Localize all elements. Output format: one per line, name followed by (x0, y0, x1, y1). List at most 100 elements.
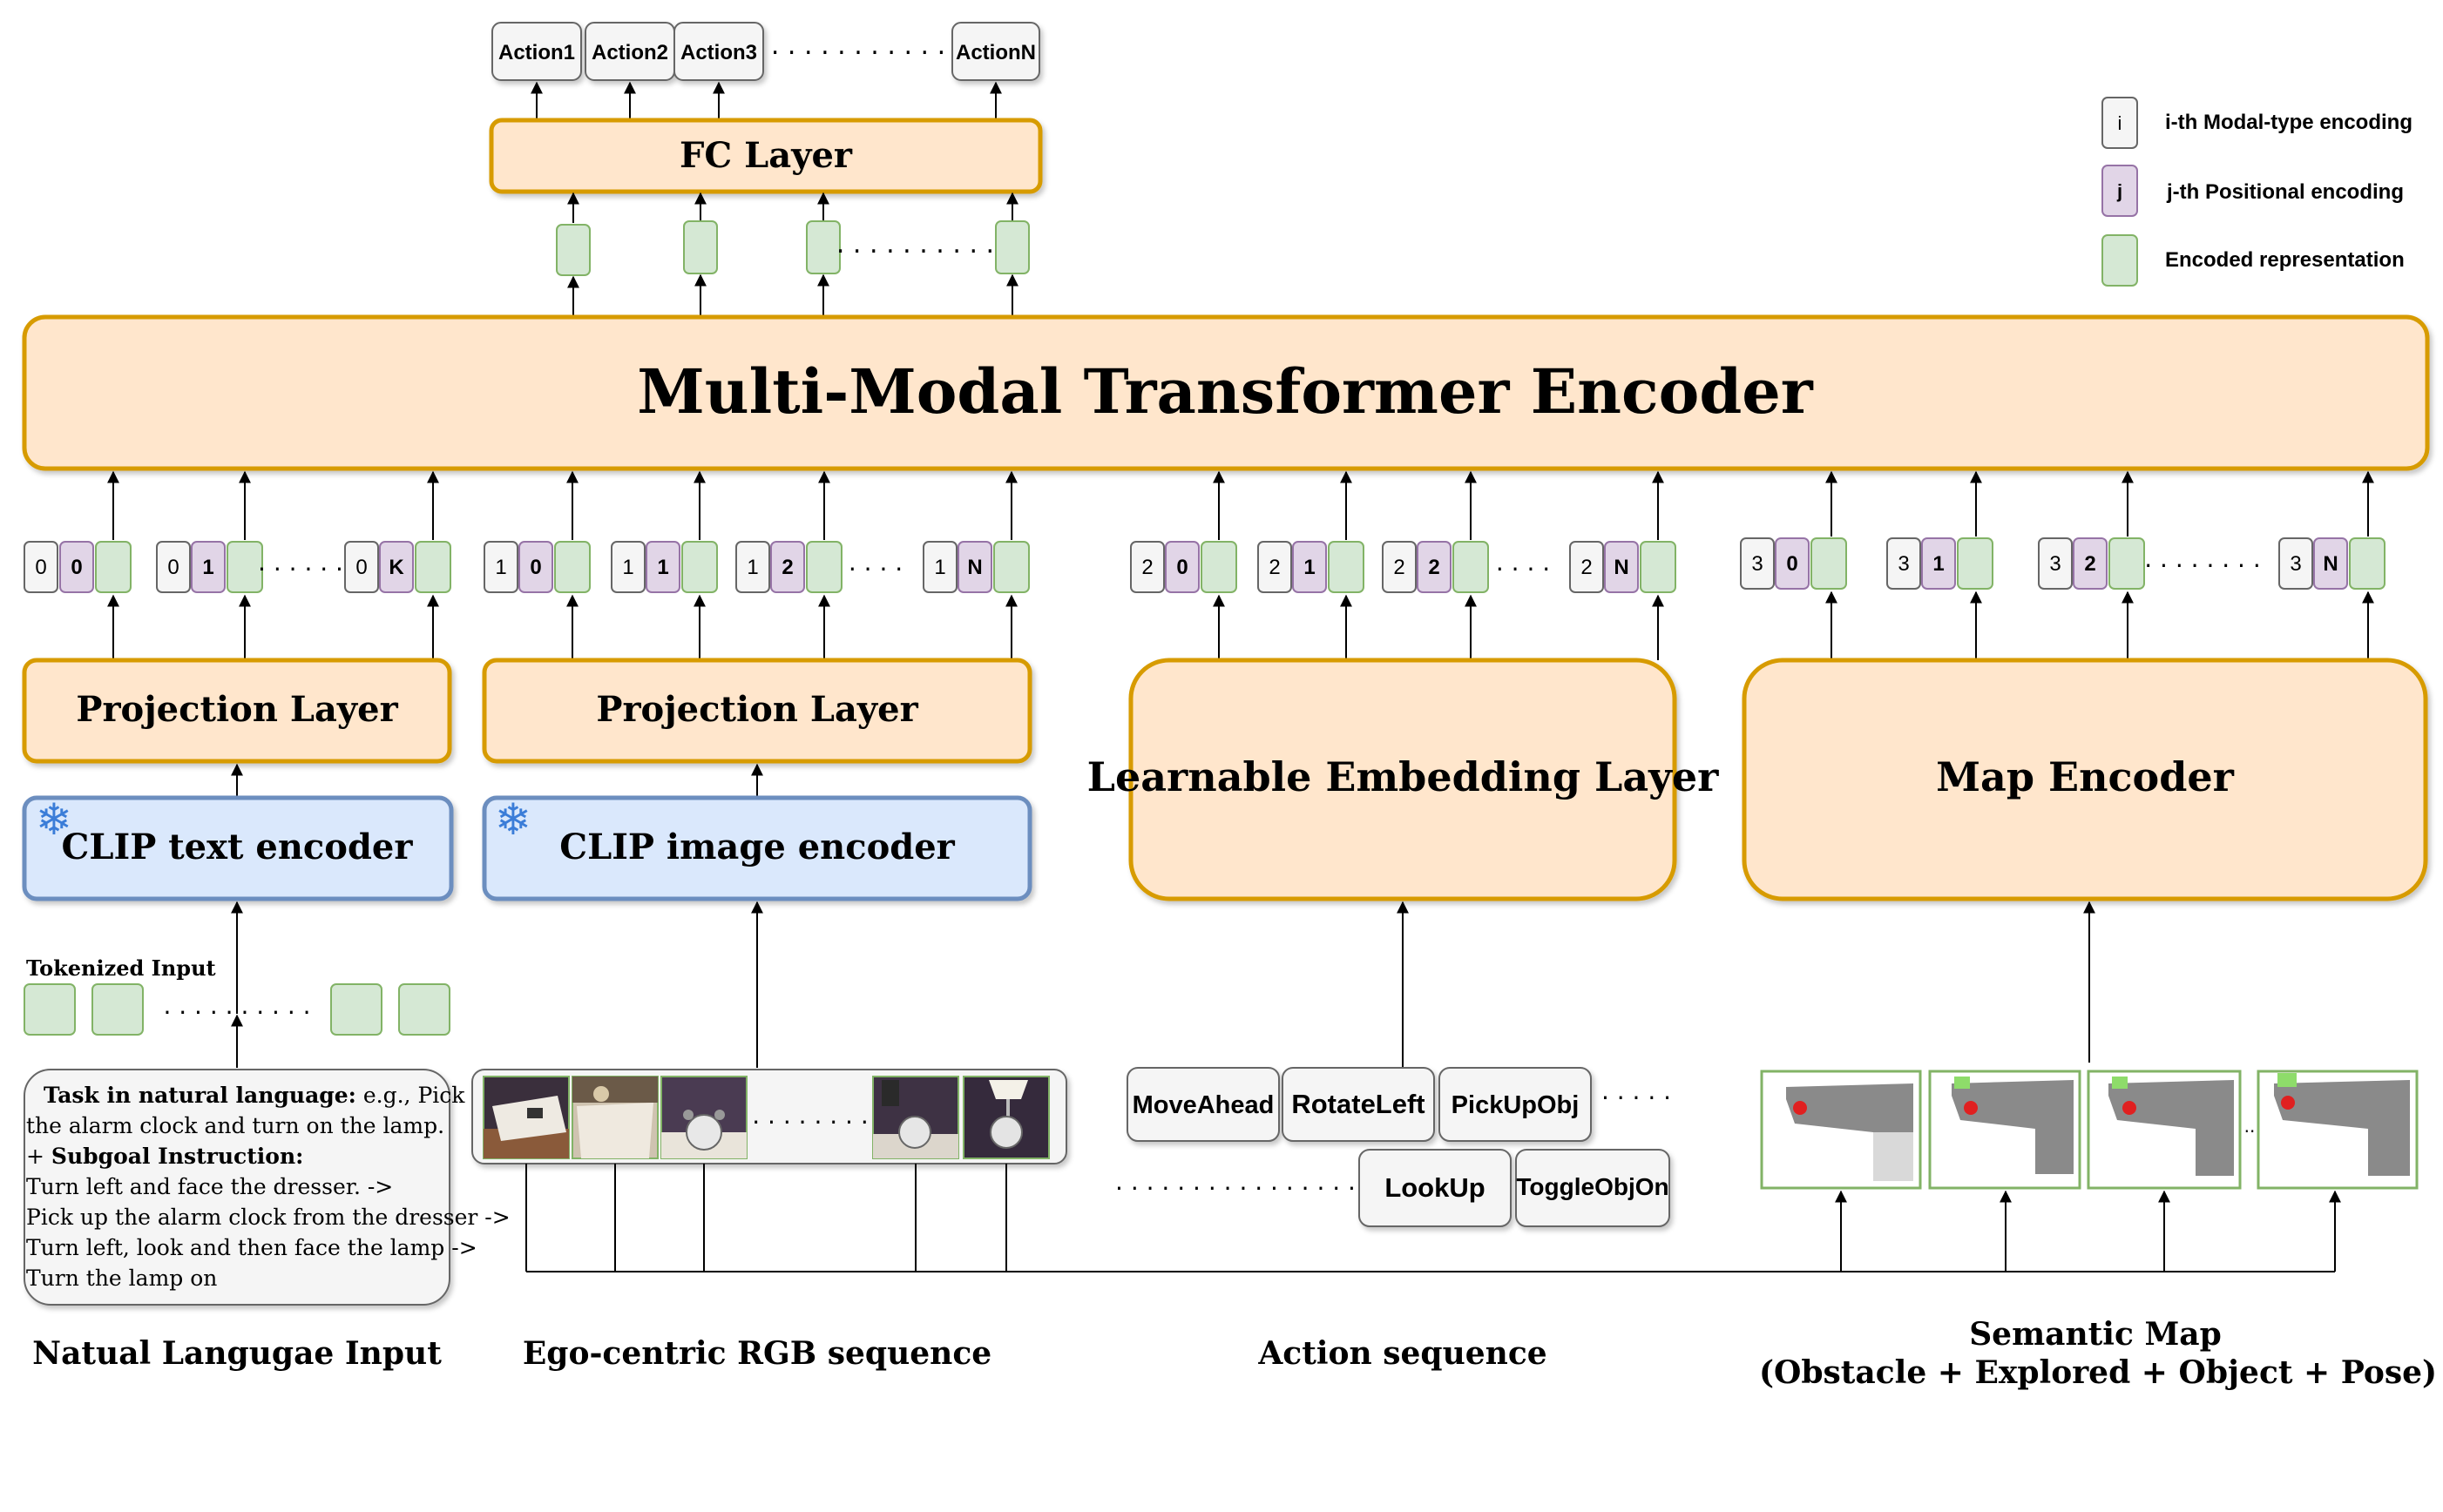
transformer-encoder-label: Multi-Modal Transformer Encoder (637, 355, 1814, 428)
learnable-embedding-label: Learnable Embedding Layer (1087, 753, 1720, 800)
map-encoder-label: Map Encoder (1936, 753, 2235, 800)
clip-to-projection-arrows (231, 763, 763, 796)
svg-text:1: 1 (657, 556, 668, 579)
caption-map-title: Semantic Map (1969, 1316, 2222, 1353)
svg-text:N: N (967, 556, 982, 579)
projection-layer-label: Projection Layer (596, 689, 918, 730)
rgb-map-connections (525, 1164, 2341, 1272)
svg-text:3: 3 (2290, 552, 2301, 576)
ellipsis: . . . . . . . . . . . . . . . . (1115, 1167, 1356, 1196)
rgb-sequence: . . . . . . . . (471, 1069, 1067, 1164)
legend-encoded-label: Encoded representation (2165, 248, 2405, 272)
action-output-label: Action1 (498, 41, 575, 64)
svg-text:0: 0 (35, 556, 46, 579)
svg-text:N: N (2323, 552, 2338, 576)
rgb-frame (963, 1076, 1050, 1159)
svg-text:1: 1 (1932, 552, 1944, 576)
clip-image-encoder-label: CLIP image encoder (559, 827, 955, 867)
svg-text:1: 1 (622, 556, 633, 579)
semantic-map-frame (2257, 1070, 2419, 1190)
svg-text:0: 0 (530, 556, 541, 579)
svg-text:. . . .: . . . . (1496, 548, 1550, 577)
semantic-map-frame (1928, 1070, 2081, 1190)
ellipsis: . . . . . . . . (752, 1101, 869, 1130)
svg-text:2: 2 (1269, 556, 1280, 579)
clip-image-encoder: ❄ CLIP image encoder (482, 794, 1032, 901)
projection-layer-label: Projection Layer (76, 689, 398, 730)
caption-action: Action sequence (1257, 1335, 1546, 1372)
nl-line-2: the alarm clock and turn on the lamp. (26, 1113, 444, 1138)
action-item (1358, 1149, 1512, 1227)
action-item-label: LookUp (1384, 1172, 1485, 1203)
caption-map-subtitle: (Obstacle + Explored + Object + Pose) (1759, 1354, 2437, 1391)
input-arrows (231, 901, 2095, 1068)
legend-modal-swatch (2101, 97, 2138, 149)
nl-line-1: Task in natural language: e.g., Pick up (44, 1083, 499, 1108)
svg-text:0: 0 (71, 556, 82, 579)
svg-text:0: 0 (1176, 556, 1188, 579)
action-item (1127, 1067, 1280, 1142)
svg-text:0: 0 (167, 556, 179, 579)
token-group-action: 2 0 2 1 2 2 . . . . 2 N (1130, 541, 1676, 593)
caption-nl: Natual Langugae Input (32, 1335, 442, 1372)
svg-text:N: N (1614, 556, 1628, 579)
action-output-2: Action2 (585, 22, 675, 81)
svg-text:1: 1 (202, 556, 213, 579)
svg-text:2: 2 (2084, 552, 2095, 576)
input-captions: Natual Langugae Input Ego-centric RGB se… (32, 1316, 2437, 1391)
svg-text:2: 2 (1393, 556, 1404, 579)
tokenized-input-label: Tokenized Input (26, 955, 216, 981)
encoded-representation (556, 224, 591, 276)
map-encoder: Map Encoder (1742, 658, 2428, 901)
action-item-label: ToggleObjOn (1516, 1173, 1668, 1200)
action-item (1515, 1149, 1670, 1227)
svg-text:K: K (389, 556, 404, 579)
projection-layer-text: Projection Layer (22, 658, 452, 764)
legend-positional-symbol: j (2116, 180, 2122, 202)
transformer-encoder: Multi-Modal Transformer Encoder (22, 314, 2430, 471)
svg-text:0: 0 (355, 556, 367, 579)
svg-text:2: 2 (1141, 556, 1153, 579)
svg-text:2: 2 (1428, 556, 1439, 579)
fc-layer-label: FC Layer (680, 135, 853, 176)
legend-modal-label: i-th Modal-type encoding (2165, 111, 2413, 134)
rgb-frame (483, 1076, 570, 1159)
encoded-representation (806, 220, 841, 274)
action-output-3: Action3 (673, 22, 764, 81)
rgb-frame (572, 1076, 659, 1159)
rgb-frame (660, 1076, 748, 1159)
ellipsis: . . . . . . . . . . . (771, 30, 945, 61)
snowflake-icon: ❄ (36, 794, 72, 845)
ellipsis: . . . . . (1601, 1077, 1671, 1105)
action-item (1282, 1067, 1435, 1142)
legend-positional-swatch (2101, 165, 2138, 217)
svg-text:0: 0 (1786, 552, 1797, 576)
encoded-representation (683, 220, 718, 274)
token-group-text: 0 0 0 1 . . . . . . 0 K (24, 541, 451, 593)
action-outputs: Action1 Action2 Action3 . . . . . . . . … (491, 22, 1040, 81)
svg-text:. . . .: . . . . (849, 548, 903, 577)
semantic-map-sequence: .. (1760, 1070, 2419, 1190)
action-output-label: Action3 (680, 41, 757, 64)
svg-text:1: 1 (934, 556, 945, 579)
svg-text:. . . . . . . .: . . . . . . . . (2144, 544, 2261, 573)
semantic-map-frame (1760, 1070, 1922, 1190)
nl-line-7: Turn the lamp on (26, 1266, 217, 1291)
action-sequence: MoveAhead RotateLeft PickUpObj . . . . .… (1115, 1067, 1671, 1227)
action-item-label: MoveAhead (1133, 1091, 1275, 1119)
action-item-label: RotateLeft (1291, 1089, 1425, 1119)
semantic-map-frame (2087, 1070, 2242, 1190)
nl-line-3: + Subgoal Instruction: (26, 1144, 303, 1169)
action-output-1: Action1 (491, 22, 582, 81)
nl-line-5: Pick up the alarm clock from the dresser… (26, 1205, 511, 1230)
svg-text:1: 1 (747, 556, 758, 579)
clip-text-encoder: ❄ CLIP text encoder (22, 794, 454, 901)
svg-text:3: 3 (1898, 552, 1909, 576)
rgb-frame (872, 1076, 959, 1159)
clip-text-encoder-label: CLIP text encoder (62, 827, 414, 867)
svg-text:3: 3 (1751, 552, 1763, 576)
action-item-label: PickUpObj (1452, 1091, 1580, 1119)
fc-layer: FC Layer (489, 118, 1043, 194)
